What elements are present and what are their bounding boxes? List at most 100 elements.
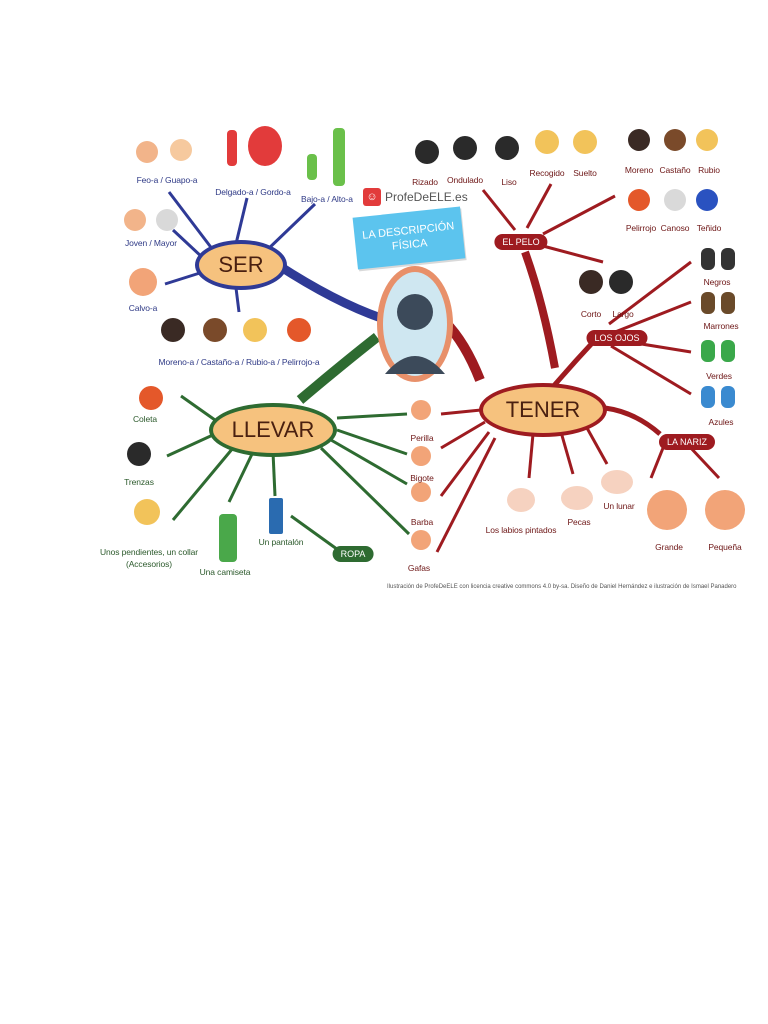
face-icons [124, 126, 745, 562]
node-los-ojos: LOS OJOS [586, 330, 648, 346]
trunk-ser [275, 261, 383, 323]
face-largo-icon [609, 270, 633, 294]
label-largo: Largo [612, 309, 634, 319]
pecas-icon [561, 486, 593, 510]
face-moreno-icon [628, 129, 650, 151]
eyes-marrones-icon [701, 292, 715, 314]
silhouette-head-icon [397, 294, 433, 330]
label-accesorios: (Accesorios) [125, 559, 173, 569]
label-joven-mayor: Joven / Mayor [124, 238, 178, 248]
face-castana-icon [203, 318, 227, 342]
label-corto: Corto [580, 309, 602, 319]
label-suelto: Suelto [573, 168, 597, 178]
face-nariz-grande-icon [647, 490, 687, 530]
label-grande: Grande [655, 542, 683, 552]
label-camiseta: Una camiseta [199, 567, 251, 577]
label-barba: Barba [410, 517, 434, 527]
label-negros: Negros [703, 277, 731, 287]
label-pantalon: Un pantalón [258, 537, 304, 547]
label-bigote: Bigote [410, 473, 434, 483]
label-pequena: Pequeña [708, 542, 742, 552]
node-tener: TENER [479, 383, 607, 437]
label-pecas: Pecas [567, 517, 591, 527]
face-joven-icon [124, 209, 146, 231]
label-lunar: Un lunar [603, 501, 635, 511]
mind-map: ☺ ProfeDeELE.es LA DESCRIPCIÓN FÍSICA SE… [95, 112, 755, 596]
face-castano-icon [664, 129, 686, 151]
silhouette-body-icon [385, 356, 445, 374]
trunk-pelo [521, 250, 559, 369]
person-alto-icon [333, 128, 345, 186]
face-trenzas-icon [127, 442, 151, 466]
node-el-pelo: EL PELO [494, 234, 548, 250]
eyes-negros-icon [701, 248, 715, 270]
brand: ☺ ProfeDeELE.es [363, 188, 468, 206]
face-rizado-icon [415, 140, 439, 164]
person-delgado-icon [227, 130, 237, 166]
face-rubio-icon [696, 129, 718, 151]
node-ropa: ROPA [332, 546, 374, 562]
label-bajo-alto: Bajo-a / Alto-a [301, 194, 353, 204]
label-rubio: Rubio [698, 165, 720, 175]
label-verdes: Verdes [706, 371, 732, 381]
label-tenido: Teñido [696, 223, 722, 233]
smile-logo-icon: ☺ [363, 188, 381, 206]
face-guapa-icon [170, 139, 192, 161]
camiseta-icon [219, 514, 237, 562]
labios-icon [507, 488, 535, 512]
face-pendientes-icon [134, 499, 160, 525]
face-gafas-icon [411, 530, 431, 550]
label-castano: Castaño [659, 165, 691, 175]
eyes-azules-icon [701, 386, 715, 408]
label-liso: Liso [501, 177, 517, 187]
lunar-icon [601, 470, 633, 494]
label-canoso: Canoso [660, 223, 690, 233]
node-ser: SER [195, 240, 287, 290]
face-suelto-icon [573, 130, 597, 154]
face-morena-icon [161, 318, 185, 342]
node-llevar: LLEVAR [209, 403, 337, 457]
trunk-nariz [604, 405, 662, 436]
face-tenido-icon [696, 189, 718, 211]
face-barba-icon [411, 482, 431, 502]
credit-line: Ilustración de ProfeDeELE con licencia c… [387, 584, 737, 590]
face-coleta-icon [139, 386, 163, 410]
face-liso-icon [495, 136, 519, 160]
label-moreno-castano-rubio-pelirrojo: Moreno-a / Castaño-a / Rubio-a / Pelirro… [158, 357, 320, 367]
label-feo-guapo: Feo-a / Guapo-a [136, 175, 198, 185]
eyes-verdes-icon [701, 340, 715, 362]
label-azules: Azules [708, 417, 734, 427]
person-bajo-icon [307, 154, 317, 180]
brand-name: ProfeDeELE.es [385, 190, 468, 204]
face-mayor-icon [156, 209, 178, 231]
label-coleta: Coleta [133, 414, 157, 424]
label-rizado: Rizado [412, 177, 438, 187]
face-pelirroja-icon [287, 318, 311, 342]
title-line2: FÍSICA [391, 237, 428, 253]
face-ondulado-icon [453, 136, 477, 160]
face-calvo-icon [129, 268, 157, 296]
label-pelirrojo: Pelirrojo [625, 223, 657, 233]
llevar-branches [166, 394, 411, 554]
label-marrones: Marrones [703, 321, 739, 331]
node-la-nariz: LA NARIZ [658, 434, 716, 450]
label-labios: Los labios pintados [485, 525, 557, 535]
pantalon-icon [269, 498, 283, 534]
face-rubia-icon [243, 318, 267, 342]
label-calvo: Calvo-a [128, 303, 158, 313]
label-ondulado: Ondulado [446, 175, 484, 185]
face-recogido-icon [535, 130, 559, 154]
label-delgado-gordo: Delgado-a / Gordo-a [215, 187, 291, 197]
eye-icons [701, 248, 735, 408]
label-perilla: Perilla [410, 433, 434, 443]
label-pendientes: Unos pendientes, un collar [99, 547, 199, 557]
label-moreno: Moreno [624, 165, 654, 175]
tener-branches [435, 183, 721, 553]
person-gordo-icon [248, 126, 282, 166]
face-perilla-icon [411, 400, 431, 420]
face-canoso-icon [664, 189, 686, 211]
label-gafas: Gafas [407, 563, 431, 573]
face-feo-icon [136, 141, 158, 163]
face-nariz-pequena-icon [705, 490, 745, 530]
face-corto-icon [579, 270, 603, 294]
